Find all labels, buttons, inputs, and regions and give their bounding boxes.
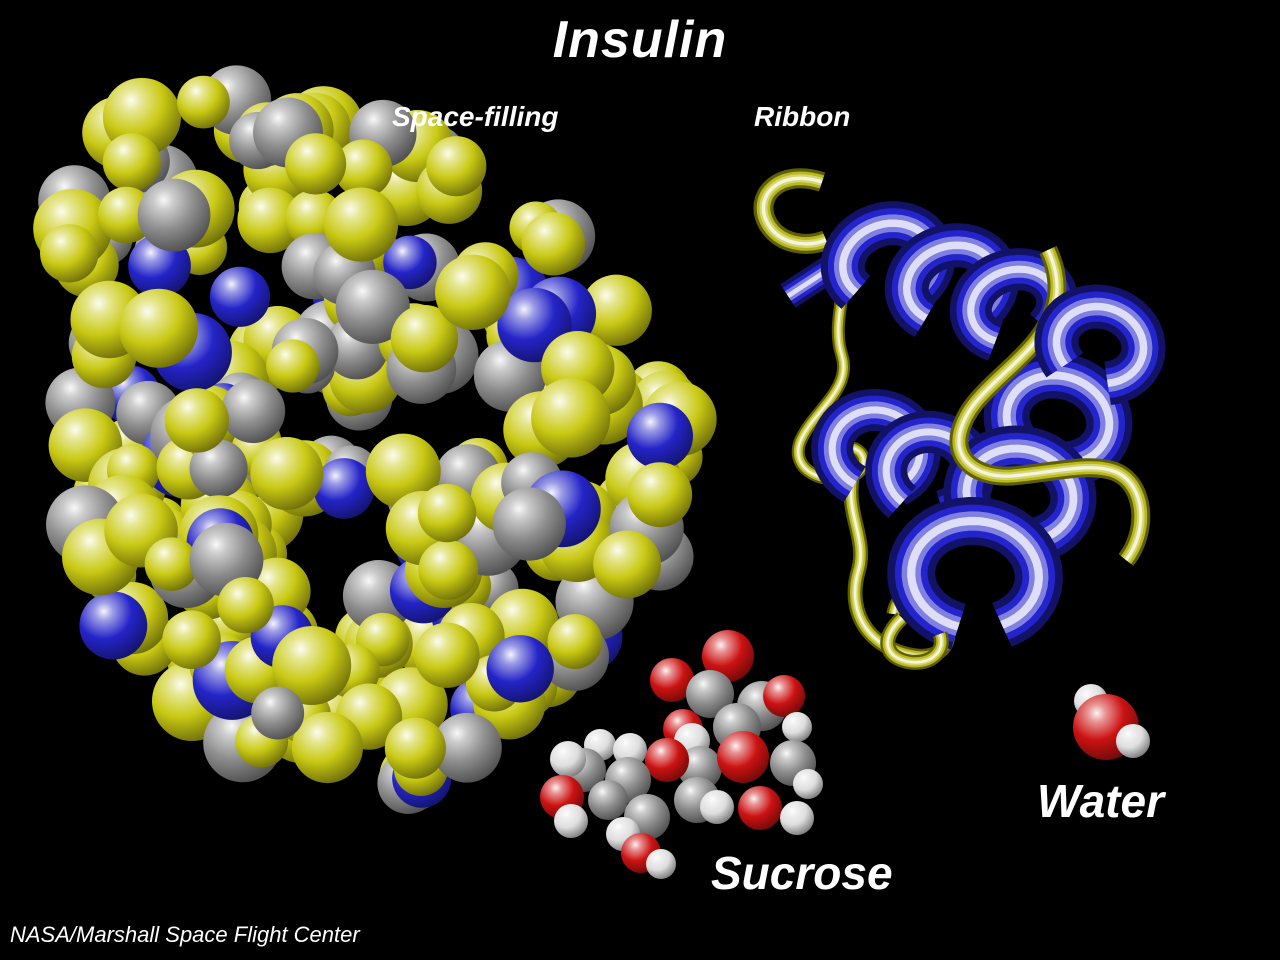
label-water: Water xyxy=(1037,775,1164,827)
label-space-filling: Space-filling xyxy=(392,101,559,132)
insulin-space-filling-model xyxy=(33,65,717,814)
water-model xyxy=(1073,684,1150,760)
credit-text: NASA/Marshall Space Flight Center xyxy=(10,922,360,947)
page-title: Insulin xyxy=(552,11,728,69)
sucrose-model xyxy=(540,630,823,879)
label-sucrose: Sucrose xyxy=(711,847,893,899)
label-ribbon: Ribbon xyxy=(754,101,851,132)
insulin-ribbon-model xyxy=(753,168,1166,670)
